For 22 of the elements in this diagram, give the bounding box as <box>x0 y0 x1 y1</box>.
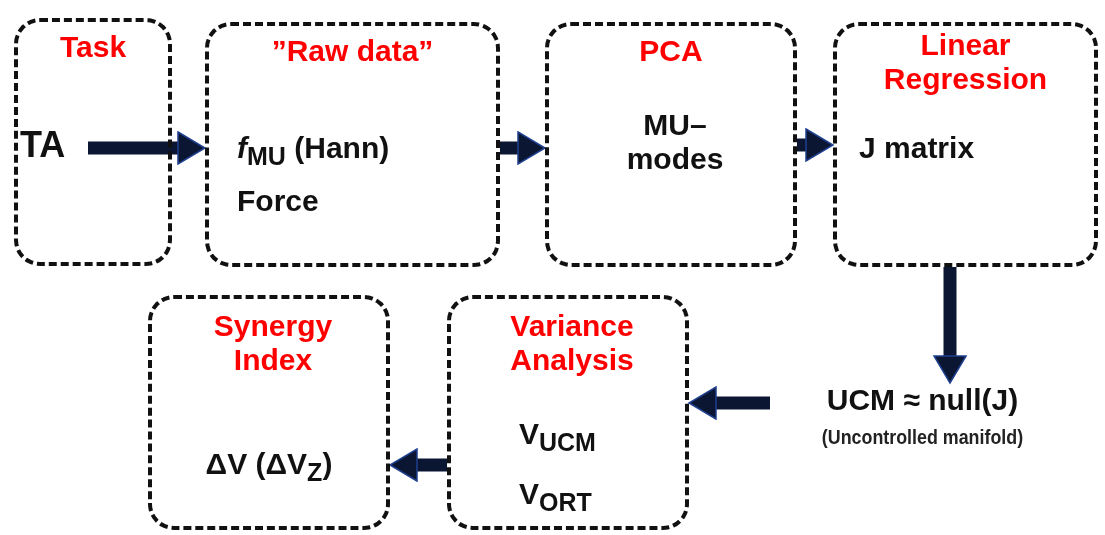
box-heading: Linear Regression <box>882 28 1049 96</box>
process-box <box>148 295 390 530</box>
task-box <box>14 18 172 266</box>
box-heading: ”Raw data” <box>270 34 435 68</box>
process-box <box>447 295 689 530</box>
box-text: Force <box>237 184 319 218</box>
node-caption: (Uncontrolled manifold) <box>820 425 1025 449</box>
box-text: V$_{ORT}$ <box>519 477 592 516</box>
box-heading: Task <box>58 30 128 64</box>
box-heading: PCA <box>638 34 704 68</box>
box-text: J matrix <box>859 131 975 165</box>
box-heading: Synergy Index <box>212 309 334 377</box>
box-text: UCM ≈ null(J) <box>825 383 1020 417</box>
process-box <box>545 22 797 267</box>
box-text: V$_{UCM}$ <box>519 417 596 456</box>
box-text: TA <box>20 125 66 166</box>
process-box <box>205 22 500 267</box>
box-text: f$_{MU}$ (Hann) <box>237 131 390 170</box>
box-text: MU– modes <box>625 108 725 176</box>
process-box <box>833 22 1098 267</box>
box-text: ΔV (ΔV$_{Z}$) <box>204 447 334 486</box>
box-heading: Variance Analysis <box>509 309 635 377</box>
